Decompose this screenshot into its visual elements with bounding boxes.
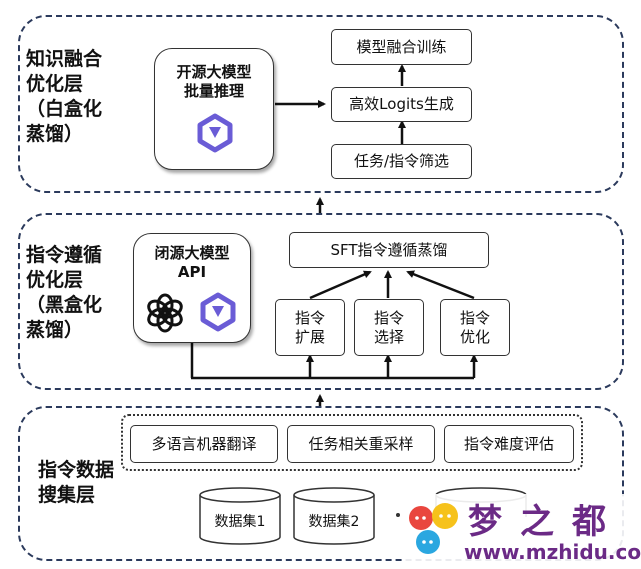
closed-source-model-card: 闭源大模型 API bbox=[133, 233, 251, 343]
top-layer-title: 知识融合 优化层 （白盒化 蒸馏） bbox=[26, 48, 103, 145]
difficulty-evaluation-box: 指令难度评估 bbox=[444, 425, 574, 463]
instruction-following-layer bbox=[18, 213, 624, 390]
chat-bubbles-logo-icon bbox=[409, 503, 458, 554]
open-source-model-label: 开源大模型 批量推理 bbox=[176, 63, 252, 100]
instruction-select-box: 指令 选择 bbox=[354, 299, 424, 356]
task-resampling-box: 任务相关重采样 bbox=[287, 425, 435, 463]
open-source-model-card: 开源大模型 批量推理 bbox=[154, 48, 274, 170]
watermark-url: www.mzhidu.com bbox=[464, 540, 641, 564]
ellipsis-dot bbox=[396, 513, 400, 517]
dataset-1-label: 数据集1 bbox=[214, 514, 266, 530]
watermark-brand: 梦之都 bbox=[468, 502, 624, 542]
machine-translation-box: 多语言机器翻译 bbox=[130, 425, 278, 463]
qwen-logo-icon bbox=[200, 292, 236, 332]
dataset-2-label: 数据集2 bbox=[308, 514, 360, 530]
dataset-cylinder-1: 数据集1 bbox=[199, 487, 281, 545]
logits-generation-box: 高效Logits生成 bbox=[331, 87, 472, 122]
openai-logo-icon bbox=[147, 293, 183, 333]
closed-source-model-label: 闭源大模型 API bbox=[154, 244, 230, 281]
middle-layer-title: 指令遵循 优化层 （黑盒化 蒸馏） bbox=[26, 244, 103, 341]
model-fusion-training-box: 模型融合训练 bbox=[331, 29, 472, 65]
task-filtering-box: 任务/指令筛选 bbox=[331, 144, 472, 179]
watermark: 梦之都 www.mzhidu.com bbox=[402, 494, 641, 566]
dataset-cylinder-2: 数据集2 bbox=[293, 487, 375, 545]
qwen-logo-icon bbox=[197, 113, 233, 153]
instruction-optimize-box: 指令 优化 bbox=[440, 299, 510, 356]
sft-distillation-box: SFT指令遵循蒸馏 bbox=[289, 232, 489, 268]
bottom-layer-title: 指令数据 搜集层 bbox=[38, 459, 115, 506]
data-collection-layer bbox=[18, 406, 624, 561]
knowledge-fusion-layer bbox=[18, 15, 624, 193]
data-task-group bbox=[121, 414, 583, 471]
instruction-expand-box: 指令 扩展 bbox=[275, 299, 345, 356]
